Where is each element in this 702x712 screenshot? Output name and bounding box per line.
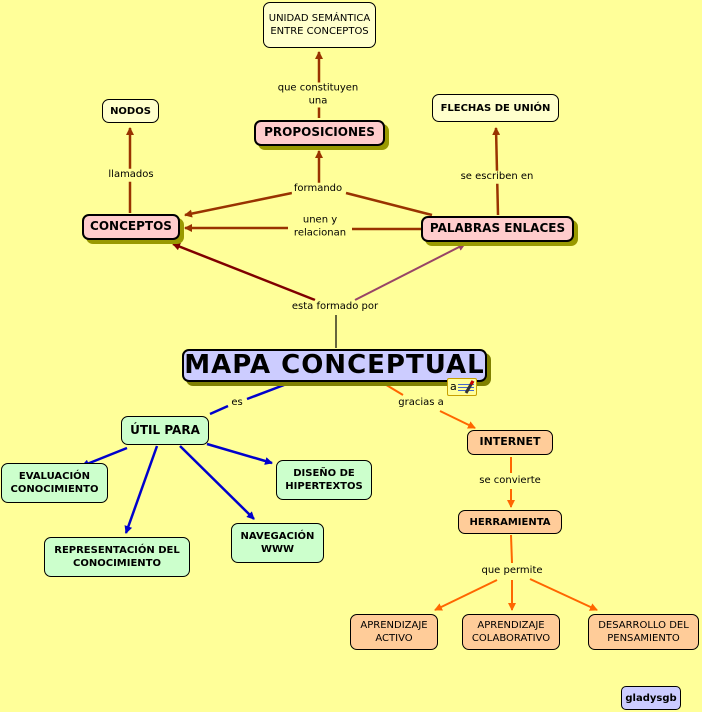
- link-gracias-a[interactable]: gracias a: [396, 396, 446, 410]
- link-es[interactable]: es: [229, 396, 245, 410]
- node-aprendizaje-colaborativo[interactable]: APRENDIZAJE COLABORATIVO: [462, 614, 560, 650]
- edge-herramienta-que-permite: [510, 534, 513, 564]
- edge-mapa-gracias: [382, 382, 404, 396]
- node-evaluacion-conocimiento[interactable]: EVALUACIÓN CONOCIMIENTO: [1, 463, 108, 503]
- node-label: NAVEGACIÓN WWW: [240, 531, 315, 555]
- node-label: CONCEPTOS: [90, 219, 172, 234]
- edge-formando-conceptos: [184, 191, 293, 218]
- node-representacion-conocimiento[interactable]: REPRESENTACIÓN DEL CONOCIMIENTO: [44, 537, 190, 577]
- link-se-escriben-en[interactable]: se escriben en: [458, 170, 536, 184]
- node-navegacion-www[interactable]: NAVEGACIÓN WWW: [231, 523, 324, 563]
- node-label: PALABRAS ENLACES: [429, 221, 566, 236]
- edge-gracias-internet: [439, 410, 476, 429]
- node-label: REPRESENTACIÓN DEL CONOCIMIENTO: [54, 545, 180, 569]
- link-llamados[interactable]: llamados: [106, 168, 156, 182]
- node-proposiciones[interactable]: PROPOSICIONES: [254, 120, 385, 146]
- edge-que-permite-activo: [434, 579, 498, 611]
- node-label: EVALUACIÓN CONOCIMIENTO: [10, 471, 99, 495]
- node-nodos[interactable]: NODOS: [102, 99, 159, 123]
- edge-que-permite-desarrollo: [529, 578, 598, 611]
- edge-esta-formado-palabras: [354, 243, 466, 301]
- link-esta-formado-por[interactable]: esta formado por: [289, 300, 381, 314]
- link-formando[interactable]: formando: [291, 182, 345, 196]
- link-se-convierte[interactable]: se convierte: [477, 474, 543, 488]
- node-desarrollo-pensamiento[interactable]: DESARROLLO DEL PENSAMIENTO: [588, 614, 699, 650]
- edge-mapa-es: [246, 383, 285, 401]
- note-icon-glyph: a: [450, 380, 457, 393]
- node-label: APRENDIZAJE COLABORATIVO: [471, 620, 551, 644]
- edge-es-util: [209, 404, 229, 416]
- node-label: PROPOSICIONES: [264, 125, 375, 140]
- node-palabras-enlaces[interactable]: PALABRAS ENLACES: [421, 216, 574, 242]
- node-mapa-conceptual[interactable]: MAPA CONCEPTUAL: [182, 349, 487, 382]
- author-signature: gladysgb: [621, 686, 681, 710]
- node-label: HERRAMIENTA: [469, 516, 551, 528]
- node-flechas-de-union[interactable]: FLECHAS DE UNIÓN: [432, 94, 559, 122]
- node-label: UNIDAD SEMÁNTICA ENTRE CONCEPTOS: [268, 13, 371, 37]
- node-herramienta[interactable]: HERRAMIENTA: [458, 510, 562, 534]
- node-conceptos[interactable]: CONCEPTOS: [82, 214, 180, 240]
- node-diseno-hipertextos[interactable]: DISEÑO DE HIPERTEXTOS: [276, 460, 372, 500]
- node-label: DESARROLLO DEL PENSAMIENTO: [598, 620, 689, 644]
- annotation-note-icon[interactable]: a: [447, 378, 477, 396]
- edge-util-navegacion: [179, 445, 255, 520]
- signature-label: gladysgb: [625, 692, 677, 704]
- node-label: APRENDIZAJE ACTIVO: [360, 620, 428, 644]
- node-unidad-semantica[interactable]: UNIDAD SEMÁNTICA ENTRE CONCEPTOS: [263, 2, 376, 48]
- edge-util-diseno: [206, 442, 273, 465]
- node-label: ÚTIL PARA: [130, 422, 200, 437]
- link-que-permite[interactable]: que permite: [479, 564, 545, 578]
- edge-palabras-formando: [345, 191, 433, 217]
- link-unen-y-relacionan[interactable]: unen y relacionan: [288, 214, 352, 240]
- link-que-constituyen[interactable]: que constituyen una: [274, 82, 362, 108]
- node-label: INTERNET: [479, 435, 541, 449]
- edge-esta-formado-conceptos: [172, 242, 316, 302]
- edge-util-representacion: [124, 445, 159, 534]
- node-label: DISEÑO DE HIPERTEXTOS: [285, 468, 363, 492]
- node-label: FLECHAS DE UNIÓN: [440, 102, 551, 114]
- node-aprendizaje-activo[interactable]: APRENDIZAJE ACTIVO: [350, 614, 438, 650]
- node-internet[interactable]: INTERNET: [467, 430, 553, 455]
- node-label: MAPA CONCEPTUAL: [184, 349, 485, 380]
- node-label: NODOS: [110, 105, 151, 117]
- node-util-para[interactable]: ÚTIL PARA: [121, 416, 209, 445]
